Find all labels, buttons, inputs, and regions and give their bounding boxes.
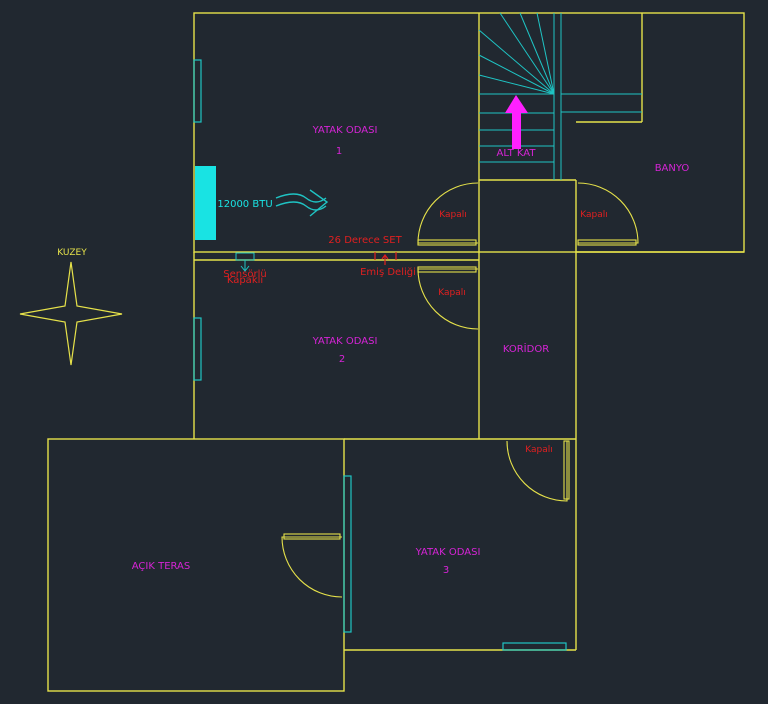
ac-unit-icon — [195, 166, 216, 240]
airflow-arrow-icon — [275, 189, 329, 217]
stair-winder — [478, 74, 555, 95]
door-leaf-bedroom3 — [563, 440, 570, 500]
thermostat-sensor: Sensörlü Kapaklı — [223, 252, 267, 286]
bedroom2-number: 2 — [339, 354, 345, 365]
window-terrace — [343, 475, 352, 633]
door-leaf-bedroom1 — [417, 239, 477, 246]
window-bedroom3 — [502, 642, 567, 651]
door-swing-bedroom3 — [506, 440, 568, 502]
sensor-box — [235, 252, 255, 261]
intake-arrow-head — [381, 254, 389, 260]
walls — [47, 12, 745, 692]
stairs-arrow-shaft — [512, 112, 521, 149]
bathroom-door-status: Kapalı — [580, 210, 608, 220]
bedroom3-name: YATAK ODASI — [415, 547, 481, 558]
doors — [281, 182, 639, 598]
bedroom1-name: YATAK ODASI — [312, 125, 378, 136]
sensor-arrow-head — [240, 265, 250, 272]
bedroom3-door-status: Kapalı — [525, 445, 553, 455]
stairs-arrow — [505, 95, 528, 149]
intake-label: Emiş Deliği — [360, 266, 416, 278]
compass-star-icon — [19, 261, 123, 366]
terrace-name: AÇIK TERAS — [132, 561, 191, 572]
compass-star — [19, 261, 123, 366]
airflow-head — [309, 189, 329, 217]
sensor-note-line1: Sensörlü — [223, 269, 266, 280]
stair-winder — [519, 12, 555, 95]
windows — [193, 59, 567, 651]
terrace-outline — [47, 438, 345, 692]
door-swing-bedroom1 — [417, 182, 479, 244]
ac-capacity-label: 12000 BTU — [217, 199, 272, 210]
door-swing-terrace — [281, 536, 343, 598]
stairs-arrow-head — [505, 95, 528, 113]
stair-winder — [536, 12, 555, 95]
door-leaf-bathroom — [577, 239, 637, 246]
airflow-wave — [275, 193, 327, 203]
corridor-name: KORİDOR — [503, 342, 549, 355]
bedroom1-number: 1 — [336, 146, 342, 157]
door-leaf-terrace — [283, 533, 341, 540]
bedroom2-door-status: Kapalı — [438, 288, 466, 298]
stair-winder — [478, 29, 555, 95]
bedroom1-door-status: Kapalı — [439, 210, 467, 220]
bedroom2-name: YATAK ODASI — [312, 336, 378, 347]
set-temp-label: 26 Derece SET — [328, 235, 402, 246]
door-swing-bedroom2 — [417, 268, 479, 330]
sensor-note-line2: Kapaklı — [227, 275, 263, 286]
airflow-wave — [275, 201, 327, 211]
window-bedroom1 — [193, 59, 202, 123]
door-leaf-bedroom2 — [417, 266, 477, 273]
bathroom-name: BANYO — [655, 163, 690, 174]
upper-outline — [193, 12, 745, 253]
stairs-name: ALT KAT — [497, 148, 537, 159]
intake-vent — [374, 252, 397, 265]
compass-label: KUZEY — [57, 248, 87, 258]
bedroom3-number: 3 — [443, 565, 449, 576]
stair-winder — [499, 12, 555, 95]
door-swing-bathroom — [577, 182, 639, 244]
stair-winder — [478, 54, 555, 95]
window-bedroom2 — [193, 317, 202, 381]
